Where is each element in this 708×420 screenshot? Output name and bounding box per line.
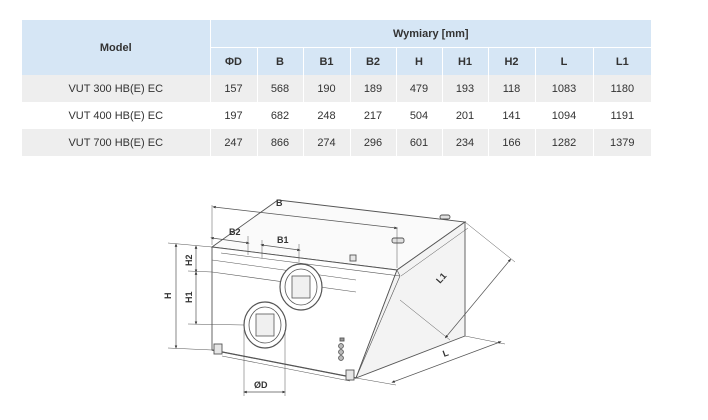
- value-cell: 217: [350, 102, 397, 129]
- label-b2: B2: [229, 227, 241, 237]
- value-cell: 479: [396, 75, 443, 102]
- column-header-h2: H2: [488, 47, 536, 75]
- value-cell: 504: [396, 102, 443, 129]
- table-row: VUT 400 HB(E) EC 197 682 248 217 504 201…: [22, 102, 652, 129]
- label-h: H: [163, 293, 173, 300]
- column-header-diameter: ΦD: [210, 47, 258, 75]
- table-row: VUT 700 HB(E) EC 247 866 274 296 601 234…: [22, 129, 652, 156]
- column-header-b2: B2: [350, 47, 397, 75]
- value-cell: 247: [210, 129, 258, 156]
- value-cell: 274: [303, 129, 351, 156]
- value-cell: 193: [442, 75, 489, 102]
- unit-dimension-drawing: B B2 B1 H H2 H1 L1 L ØD: [163, 198, 516, 396]
- value-cell: 141: [488, 102, 536, 129]
- label-b1: B1: [277, 235, 289, 245]
- dimension-labels: B B2 B1 H H2 H1 L1 L ØD: [163, 198, 450, 390]
- unit-housing: [210, 199, 469, 382]
- label-l: L: [441, 347, 450, 358]
- value-cell: 1094: [535, 102, 594, 129]
- value-cell: 234: [442, 129, 489, 156]
- value-cell: 157: [210, 75, 258, 102]
- value-cell: 568: [257, 75, 304, 102]
- table-body: VUT 300 HB(E) EC 157 568 190 189 479 193…: [22, 75, 652, 156]
- value-cell: 601: [396, 129, 443, 156]
- table-header: Model Wymiary [mm] ΦD B B1 B2 H H1 H2 L …: [22, 20, 652, 75]
- column-header-l1: L1: [593, 47, 652, 75]
- value-cell: 1180: [593, 75, 652, 102]
- label-h1: H1: [184, 291, 194, 303]
- value-cell: 682: [257, 102, 304, 129]
- value-cell: 1282: [535, 129, 594, 156]
- value-cell: 201: [442, 102, 489, 129]
- value-cell: 190: [303, 75, 351, 102]
- value-cell: 866: [257, 129, 304, 156]
- label-b: B: [276, 198, 283, 208]
- dimension-lines: [167, 205, 516, 396]
- value-cell: 1083: [535, 75, 594, 102]
- column-header-h: H: [396, 47, 443, 75]
- dimensions-table: Model Wymiary [mm] ΦD B B1 B2 H H1 H2 L …: [22, 20, 652, 156]
- dimensions-group-header: Wymiary [mm]: [210, 20, 652, 48]
- model-cell: VUT 300 HB(E) EC: [22, 75, 211, 102]
- table-row: VUT 300 HB(E) EC 157 568 190 189 479 193…: [22, 75, 652, 102]
- column-header-h1: H1: [442, 47, 489, 75]
- value-cell: 1379: [593, 129, 652, 156]
- value-cell: 296: [350, 129, 397, 156]
- column-header-l: L: [535, 47, 594, 75]
- model-cell: VUT 400 HB(E) EC: [22, 102, 211, 129]
- value-cell: 197: [210, 102, 258, 129]
- column-header-b: B: [257, 47, 304, 75]
- value-cell: 248: [303, 102, 351, 129]
- label-diameter: ØD: [254, 380, 268, 390]
- model-column-header: Model: [22, 20, 211, 75]
- model-cell: VUT 700 HB(E) EC: [22, 129, 211, 156]
- column-header-b1: B1: [303, 47, 351, 75]
- value-cell: 1191: [593, 102, 652, 129]
- label-h2: H2: [184, 254, 194, 266]
- value-cell: 118: [488, 75, 536, 102]
- value-cell: 189: [350, 75, 397, 102]
- value-cell: 166: [488, 129, 536, 156]
